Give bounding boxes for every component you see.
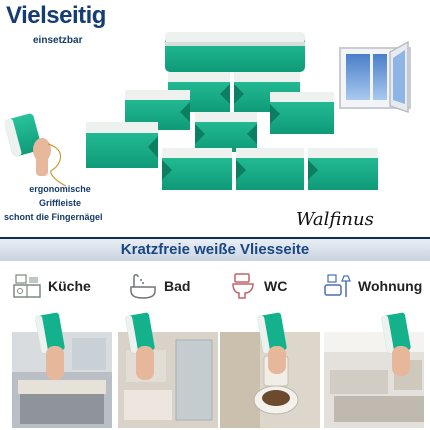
kitchen-photo	[12, 310, 112, 428]
grip-line-3: schont die Fingernägel	[4, 212, 103, 222]
living-room-icon	[324, 274, 351, 297]
grip-line-2: Griffleiste	[38, 198, 81, 208]
feature-banner: Kratzfreie weiße Vliesseite	[0, 237, 430, 261]
room-item-kitchen: Küche	[12, 266, 91, 306]
kitchen-icon	[13, 274, 41, 298]
bathroom-icon	[130, 274, 156, 299]
brand-logo: Walfinus	[296, 209, 374, 230]
room-list: Küche Bad WC Wohnung	[0, 266, 430, 306]
banner-text: Kratzfreie weiße Vliesseite	[120, 241, 310, 258]
room-item-living-room: Wohnung	[322, 266, 422, 306]
grip-line-1: ergonomische	[29, 184, 91, 194]
sponges	[86, 32, 378, 190]
room-item-bathroom: Bad	[128, 266, 190, 306]
window-image	[339, 40, 411, 114]
room-label-kitchen: Küche	[48, 278, 91, 294]
room-label-toilet: WC	[264, 278, 288, 294]
sponge-pyramid-illustration	[4, 32, 411, 190]
room-label-living-room: Wohnung	[358, 278, 423, 294]
page-title: Vielseitig	[6, 2, 106, 29]
bathroom-photo	[118, 310, 218, 428]
room-label-bathroom: Bad	[164, 278, 191, 294]
grip-description: ergonomische Griffleiste schont die Fing…	[4, 182, 114, 224]
hand-holding-sponge	[4, 113, 67, 187]
room-photos	[0, 310, 430, 428]
room-item-toilet: WC	[228, 266, 287, 306]
page-subtitle: einsetzbar	[33, 35, 83, 46]
toilet-photo	[220, 310, 320, 428]
toilet-icon	[232, 273, 254, 299]
living-room-photo	[324, 310, 424, 428]
